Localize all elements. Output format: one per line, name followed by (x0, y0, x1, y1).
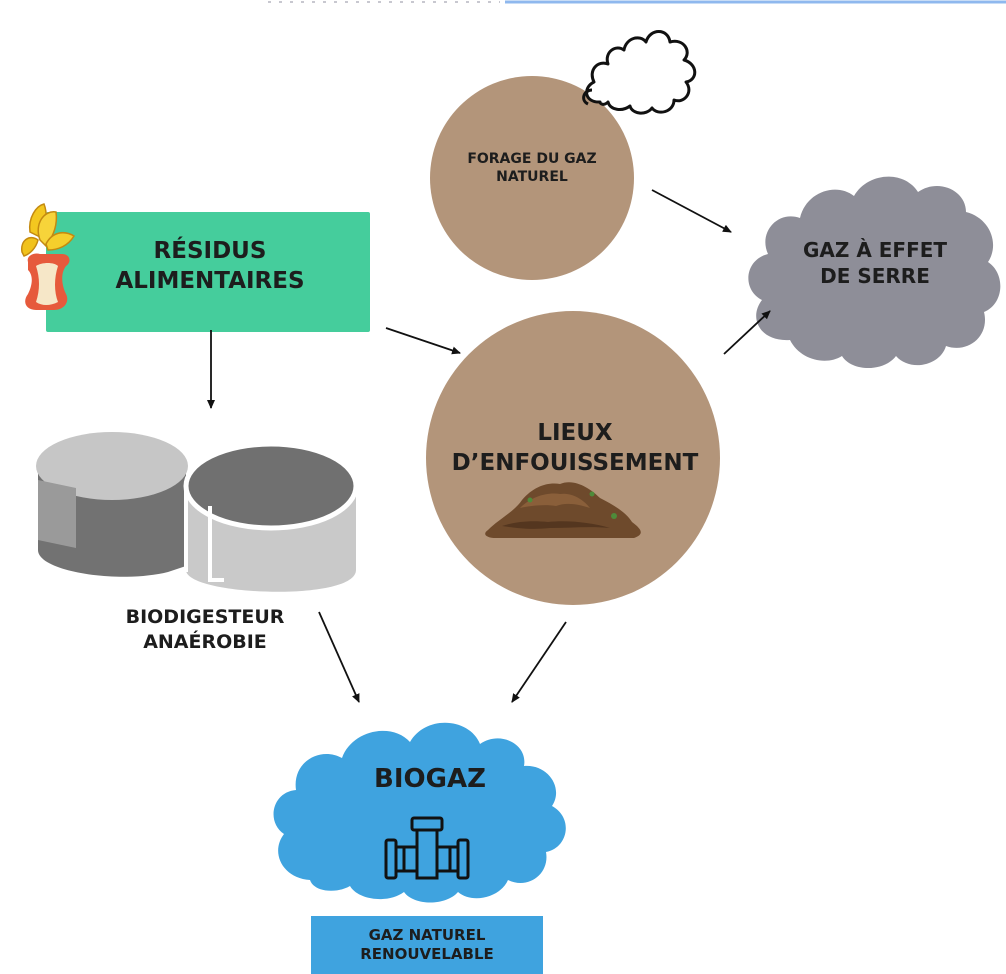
arrow-residus-to-lieux (385, 327, 461, 355)
arrow-forage-to-serre (651, 189, 732, 233)
pipe-icon (384, 816, 470, 880)
biodigesteur-label: BIODIGESTEUR ANAÉROBIE (125, 606, 285, 653)
arrow-lieux-to-biogaz (511, 621, 567, 703)
arrow-biodigesteur-to-biogaz (318, 611, 360, 703)
biogaz-label: BIOGAZ (374, 764, 486, 795)
food-waste-icon (21, 203, 76, 310)
arrow-lieux-to-serre (723, 310, 771, 355)
lieux-label: LIEUX D’ENFOUISSEMENT (451, 420, 699, 476)
gaz-naturel-label: GAZ NATUREL RENOUVELABLE (360, 925, 494, 964)
residus-box (46, 212, 370, 332)
forage-label: FORAGE DU GAZ NATUREL (467, 150, 597, 185)
biogaz-cloud (273, 722, 566, 903)
forage-circle (430, 76, 634, 280)
gaz-naturel-box (311, 916, 543, 974)
greenhouse-cloud (748, 176, 1001, 368)
residus-label: RÉSIDUS ALIMENTAIRES (115, 238, 305, 294)
biodigester-tanks-icon (36, 432, 359, 592)
dirt-pile-icon (485, 482, 641, 538)
smoke-icon (582, 30, 697, 115)
serre-label: GAZ À EFFET DE SERRE (802, 238, 948, 288)
